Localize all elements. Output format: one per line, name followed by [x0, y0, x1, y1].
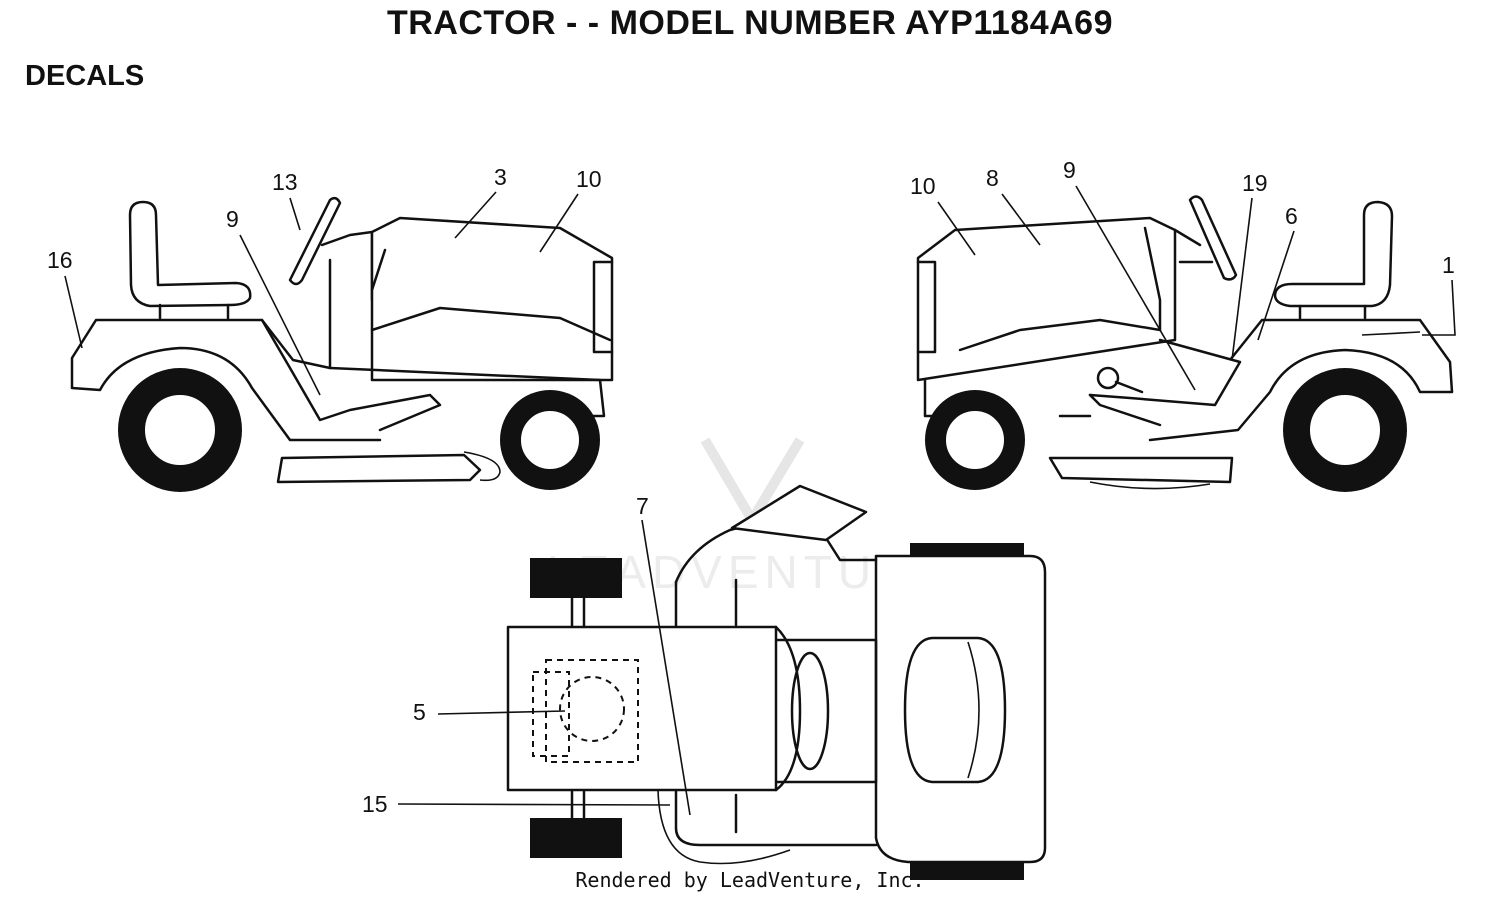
mower-deck — [1048, 456, 1234, 484]
callout-3: 3 — [494, 164, 507, 190]
callout-9: 9 — [226, 206, 239, 232]
steering-wheel — [1188, 195, 1238, 281]
page-title: TRACTOR - - MODEL NUMBER AYP1184A69 — [387, 4, 1113, 42]
front-right-tire — [530, 818, 622, 858]
callout-7: 7 — [636, 493, 649, 519]
callout-13: 13 — [272, 169, 298, 195]
callout-6: 6 — [1285, 203, 1298, 229]
callout-19: 19 — [1242, 170, 1268, 196]
callout-1: 1 — [1442, 252, 1455, 278]
mower-deck — [276, 453, 482, 484]
callout-9: 9 — [1063, 157, 1076, 183]
steering-wheel — [288, 196, 342, 286]
rear-right-tire — [910, 858, 1024, 880]
steering-column — [790, 651, 830, 771]
callout-8: 8 — [986, 165, 999, 191]
decal-area-outer — [545, 659, 639, 763]
seat-top — [903, 636, 1007, 784]
seat — [1273, 200, 1394, 308]
section-heading: DECALS — [25, 60, 145, 92]
hood — [370, 216, 614, 382]
hood-top — [506, 625, 778, 792]
decal-area-side — [532, 671, 570, 757]
rear-fender — [1229, 318, 1454, 393]
hood — [916, 216, 1177, 382]
top-view: 7 5 15 — [362, 484, 1047, 880]
rear-fender — [70, 318, 331, 388]
decal-area-circle — [559, 676, 625, 742]
callout-5: 5 — [413, 699, 426, 725]
footer-credit: Rendered by LeadVenture, Inc. — [575, 868, 925, 892]
callout-16: 16 — [47, 247, 73, 273]
front-left-tire — [530, 558, 622, 598]
right-side-view: 10 8 9 19 6 1 — [910, 157, 1456, 492]
left-side-view: 16 9 13 3 10 — [47, 164, 614, 492]
lift-lever-knob — [1096, 366, 1120, 390]
callout-10: 10 — [910, 173, 936, 199]
seat — [128, 200, 252, 308]
discharge-chute — [730, 484, 868, 542]
callout-10: 10 — [576, 166, 602, 192]
callout-15: 15 — [362, 791, 388, 817]
